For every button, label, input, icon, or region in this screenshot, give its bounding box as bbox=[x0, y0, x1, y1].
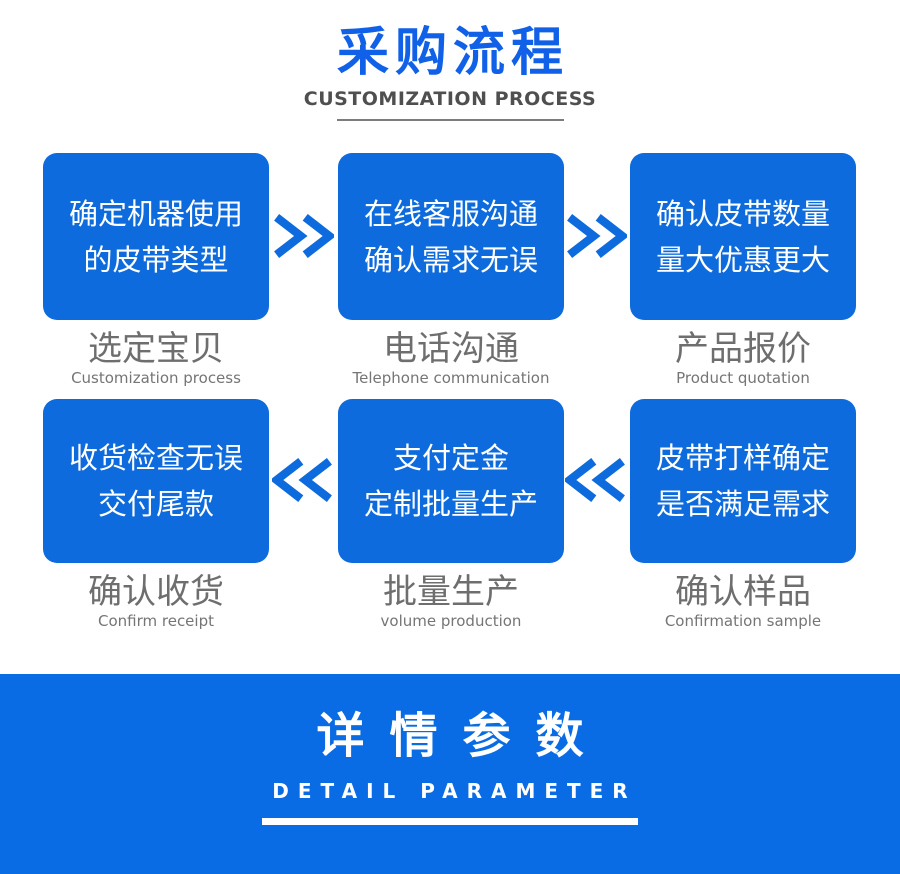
flow-box-text-line: 支付定金 bbox=[392, 441, 509, 475]
arrow-left-icon bbox=[272, 458, 334, 502]
flow-box-text-line: 确认皮带数量 bbox=[655, 196, 830, 231]
flow-step-box: 皮带打样确定 是否满足需求 bbox=[630, 399, 856, 563]
flow-step-box: 确定机器使用 的皮带类型 bbox=[43, 153, 269, 320]
flow-step-label: 电话沟通 bbox=[383, 329, 519, 369]
flow-step-sublabel: Confirmation sample bbox=[664, 612, 822, 630]
flow-box-text-line: 确认需求无误 bbox=[363, 242, 538, 277]
flow-step-box: 支付定金 定制批量生产 bbox=[338, 399, 564, 563]
flow-step-confirm-sample: 皮带打样确定 是否满足需求 确认样品 Confirmation sample bbox=[630, 399, 856, 630]
detail-parameter-banner: 详情参数 DETAIL PARAMETER bbox=[0, 674, 900, 874]
flow-box-text-line: 皮带打样确定 bbox=[655, 441, 830, 475]
flow-step-sublabel: volume production bbox=[380, 612, 522, 630]
flow-box-text-line: 是否满足需求 bbox=[655, 487, 830, 521]
flow-box-text-line: 在线客服沟通 bbox=[363, 196, 538, 231]
flow-step-label: 确认样品 bbox=[675, 572, 811, 612]
flow-box-text-line: 确定机器使用 bbox=[68, 196, 243, 231]
flow-step-box: 确认皮带数量 量大优惠更大 bbox=[630, 153, 856, 320]
flow-step-volume-production: 支付定金 定制批量生产 批量生产 volume production bbox=[338, 399, 564, 630]
header: 采购流程 CUSTOMIZATION PROCESS bbox=[0, 24, 900, 121]
flow-step-confirm-receipt: 收货检查无误 交付尾款 确认收货 Confirm receipt bbox=[43, 399, 269, 630]
flow-step-sublabel: Product quotation bbox=[676, 369, 810, 387]
banner-underline-divider bbox=[262, 818, 638, 825]
banner-title: 详情参数 bbox=[316, 708, 609, 764]
flow-step-box: 收货检查无误 交付尾款 bbox=[43, 399, 269, 563]
page-subtitle: CUSTOMIZATION PROCESS bbox=[303, 88, 597, 110]
flow-step-box: 在线客服沟通 确认需求无误 bbox=[338, 153, 564, 320]
flow-step-product-quotation: 确认皮带数量 量大优惠更大 产品报价 Product quotation bbox=[630, 153, 856, 387]
flow-step-label: 确认收货 bbox=[88, 572, 224, 612]
flow-step-label: 选定宝贝 bbox=[88, 329, 224, 369]
flow-box-text-line: 交付尾款 bbox=[97, 487, 214, 521]
flow-step-label: 批量生产 bbox=[383, 572, 519, 612]
flow-step-sublabel: Customization process bbox=[71, 369, 241, 387]
flow-step-select-product: 确定机器使用 的皮带类型 选定宝贝 Customization process bbox=[43, 153, 269, 387]
flow-box-text-line: 收货检查无误 bbox=[68, 441, 243, 475]
flow-step-label: 产品报价 bbox=[675, 329, 811, 369]
arrow-left-icon bbox=[565, 458, 627, 502]
flow-box-text-line: 的皮带类型 bbox=[83, 242, 229, 277]
title-underline-divider bbox=[336, 119, 564, 121]
flow-box-text-line: 定制批量生产 bbox=[363, 487, 538, 521]
flow-step-sublabel: Confirm receipt bbox=[97, 612, 214, 630]
banner-subtitle: DETAIL PARAMETER bbox=[272, 779, 637, 803]
flow-step-sublabel: Telephone communication bbox=[352, 369, 550, 387]
flow-step-contact-service: 在线客服沟通 确认需求无误 电话沟通 Telephone communicati… bbox=[338, 153, 564, 387]
page-title: 采购流程 bbox=[336, 23, 569, 83]
flow-box-text-line: 量大优惠更大 bbox=[655, 242, 830, 277]
arrow-right-icon bbox=[272, 214, 334, 258]
arrow-right-icon bbox=[565, 214, 627, 258]
